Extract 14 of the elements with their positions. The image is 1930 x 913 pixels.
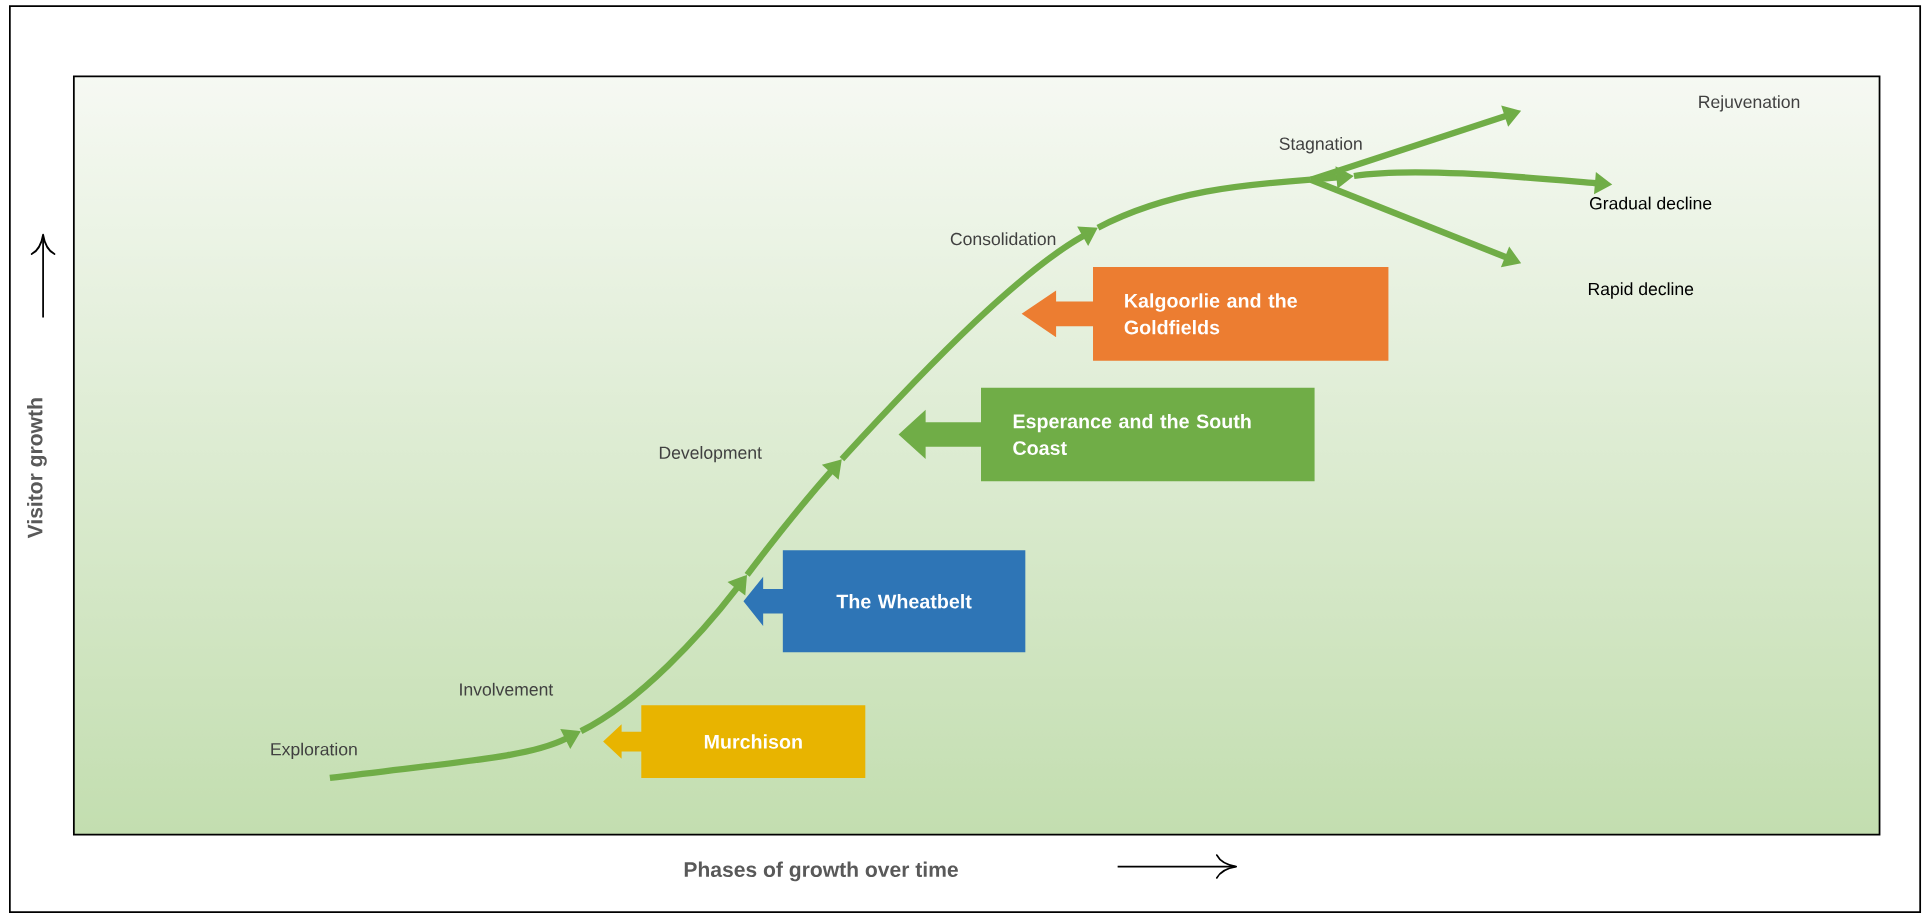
callout-arrow-box: Murchison [603, 705, 866, 778]
callout-arrow-box: The Wheatbelt [743, 550, 1026, 653]
phase-label: Stagnation [1279, 136, 1362, 154]
phase-label: Consolidation [950, 232, 1056, 246]
phase-label: Development [659, 445, 762, 463]
callout-arrow-box: Kalgoorlie and the Goldfields [1021, 266, 1389, 361]
phase-label: Exploration [271, 742, 357, 759]
phase-label: Rejuvenation [1699, 95, 1800, 112]
axis-title: Phases of growth over time [684, 861, 958, 882]
callout-arrow-box: Esperance and the South Coast [898, 387, 1315, 482]
phase-label: Gradual decline [1589, 196, 1712, 210]
axis-title: Visitor growth [27, 398, 47, 539]
phase-label: Rapid decline [1588, 282, 1694, 299]
phase-label: Involvement [460, 682, 554, 696]
